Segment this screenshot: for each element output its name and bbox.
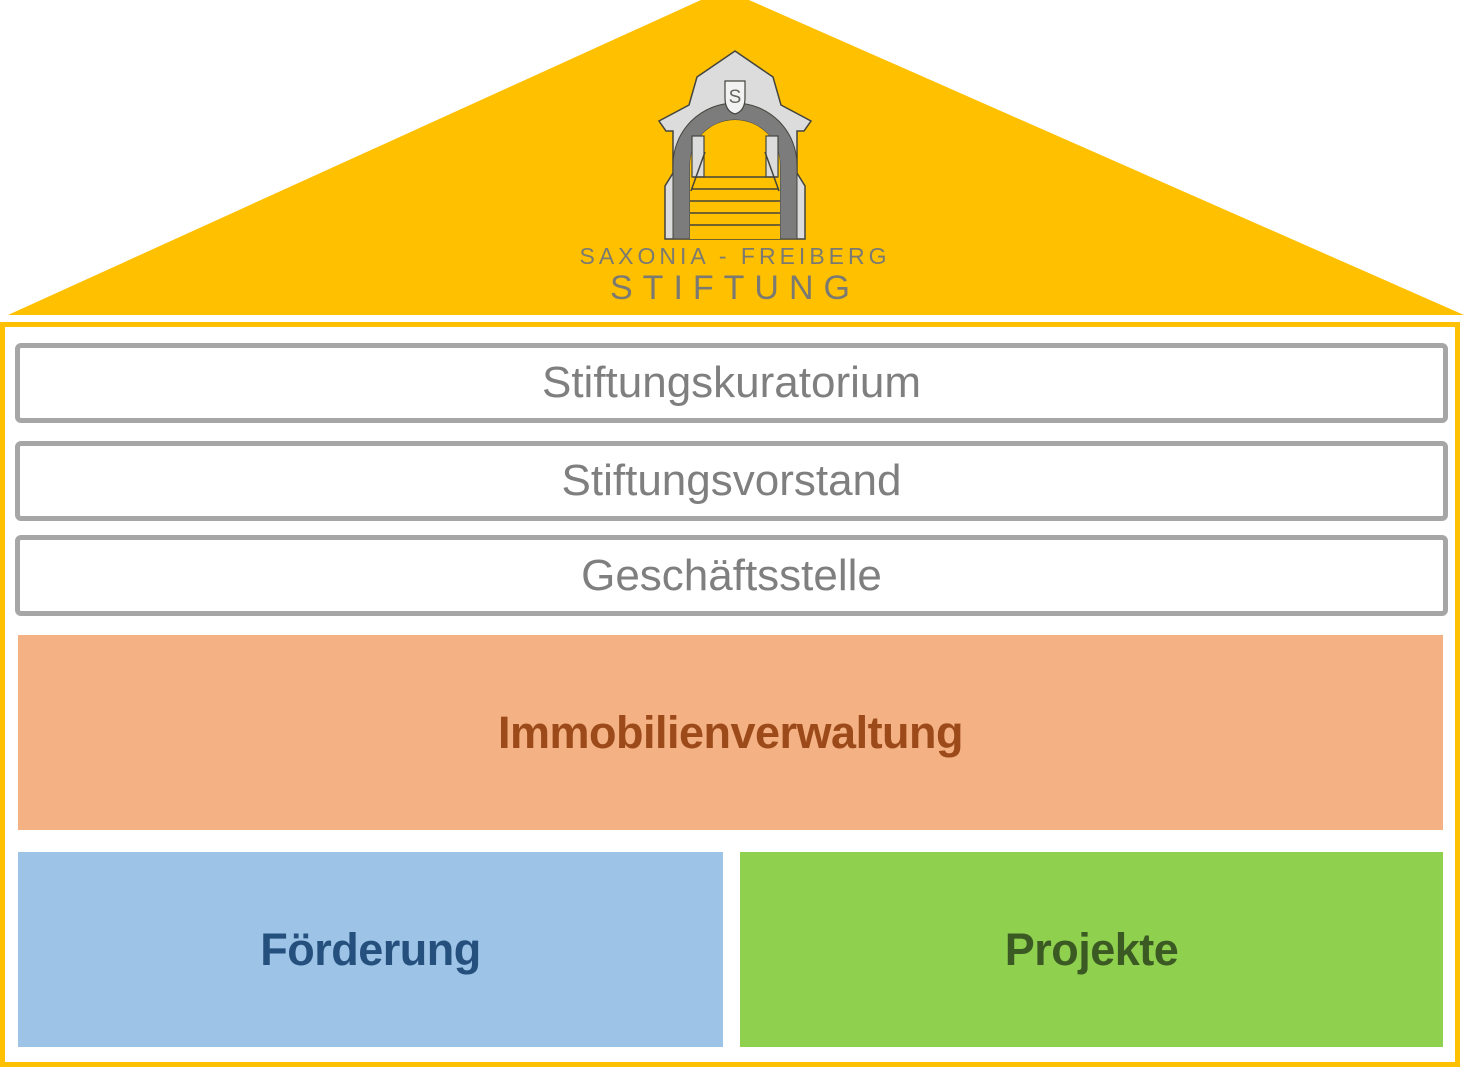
management-box-immobilienverwaltung: Immobilienverwaltung — [18, 635, 1443, 830]
pillar-box-foerderung: Förderung — [18, 852, 723, 1047]
shield-icon — [724, 80, 746, 115]
foundation-logo: S SAXONIA - FREIBERG STIFTUNG — [580, 50, 887, 307]
stair-rail-left — [690, 151, 706, 192]
pillar-box-projekte: Projekte — [740, 852, 1443, 1047]
level-box-stiftungskuratorium: Stiftungskuratorium — [15, 343, 1448, 423]
shield-letter: S — [729, 87, 742, 108]
level-box-stiftungsvorstand: Stiftungsvorstand — [15, 441, 1448, 521]
logo-name-line2: STIFTUNG — [610, 269, 860, 307]
level-label: Stiftungsvorstand — [561, 456, 902, 505]
portal-arch-icon: S — [657, 50, 813, 240]
house-body-frame: Stiftungskuratorium Stiftungsvorstand Ge… — [0, 322, 1460, 1067]
pillar-label: Projekte — [1004, 923, 1179, 975]
level-box-geschaeftsstelle: Geschäftsstelle — [15, 535, 1448, 616]
logo-name-line1: SAXONIA - FREIBERG — [579, 243, 891, 269]
pillar-label: Förderung — [260, 923, 481, 975]
level-label: Geschäftsstelle — [581, 550, 882, 600]
portal-interior — [690, 120, 780, 239]
level-label: Stiftungskuratorium — [541, 358, 922, 407]
stair-rail-right — [764, 151, 780, 192]
management-label: Immobilienverwaltung — [497, 706, 964, 758]
